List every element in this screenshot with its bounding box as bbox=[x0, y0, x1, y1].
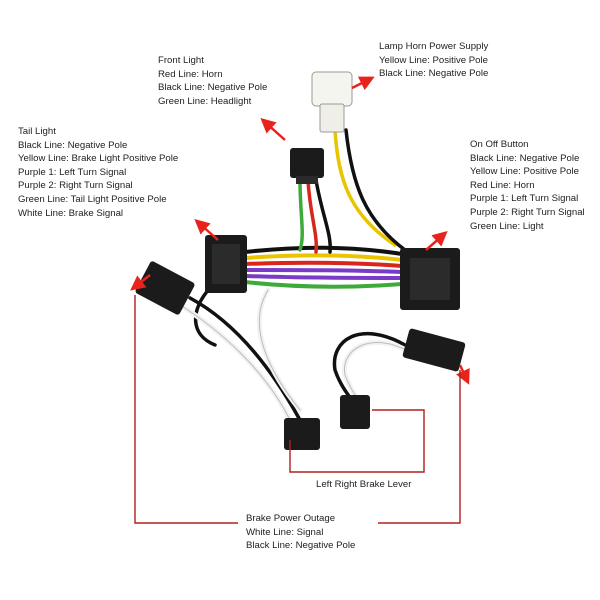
left-brake-power-connector bbox=[135, 261, 195, 315]
tail-light-line-yellow: Yellow Line: Brake Light Positive Pole bbox=[18, 153, 179, 165]
on-off-line-purple2: Purple 2: Right Turn Signal bbox=[470, 206, 585, 218]
brake-wires bbox=[177, 286, 413, 423]
pointer-arrows bbox=[130, 76, 470, 385]
lamp-horn-label: Lamp Horn Power Supply Yellow Line: Posi… bbox=[379, 40, 488, 81]
lamp-horn-line-yellow: Yellow Line: Positive Pole bbox=[379, 54, 488, 66]
wire-red-main bbox=[243, 260, 404, 268]
wire-green-main bbox=[243, 280, 404, 289]
front-light-line-green: Green Line: Headlight bbox=[158, 95, 252, 107]
front-light-title: Front Light bbox=[158, 55, 204, 66]
lamp-horn-wires bbox=[333, 128, 407, 252]
brake-power-title: Brake Power Outage bbox=[246, 513, 336, 524]
arrow-right-brake-power bbox=[456, 364, 470, 385]
on-off-line-yellow: Yellow Line: Positive Pole bbox=[470, 166, 579, 178]
on-off-line-red: Red Line: Horn bbox=[470, 179, 535, 191]
lamp-horn-line-black: Black Line: Negative Pole bbox=[379, 68, 489, 80]
wire-purple2-main bbox=[243, 274, 404, 280]
on-off-connector bbox=[400, 248, 460, 310]
arrow-on-off bbox=[425, 231, 448, 251]
brake-power-line-white: White Line: Signal bbox=[246, 526, 324, 538]
tail-light-title: Tail Light bbox=[18, 126, 56, 137]
brake-lever-title: Left Right Brake Lever bbox=[316, 479, 412, 490]
right-brake-power-connector bbox=[402, 328, 466, 372]
wire-purple1-main bbox=[243, 268, 404, 274]
arrow-front-light bbox=[260, 117, 286, 141]
front-light-line-black: Black Line: Negative Pole bbox=[158, 82, 268, 94]
on-off-line-purple1: Purple 1: Left Turn Signal bbox=[470, 193, 579, 205]
brake-lever-label: Left Right Brake Lever bbox=[316, 478, 411, 492]
brake-power-bracket-left bbox=[134, 295, 238, 524]
tail-light-line-white: White Line: Brake Signal bbox=[18, 207, 124, 219]
brake-lever-connector-left bbox=[284, 418, 320, 450]
tail-light-line-black: Black Line: Negative Pole bbox=[18, 139, 128, 151]
on-off-line-black: Black Line: Negative Pole bbox=[470, 152, 580, 164]
arrow-tail-light bbox=[194, 219, 219, 241]
lamp-horn-connector bbox=[311, 71, 353, 133]
on-off-title: On Off Button bbox=[470, 139, 529, 150]
guide-lines bbox=[134, 295, 461, 524]
front-light-wires bbox=[298, 178, 332, 254]
front-light-connector bbox=[290, 148, 324, 184]
brake-power-line-black: Black Line: Negative Pole bbox=[246, 540, 356, 552]
wire-yellow-main bbox=[243, 253, 404, 262]
front-light-line-red: Red Line: Horn bbox=[158, 68, 223, 80]
tail-light-line-purple2: Purple 2: Right Turn Signal bbox=[18, 180, 133, 192]
main-wire-bundle bbox=[243, 245, 404, 289]
lamp-horn-title: Lamp Horn Power Supply bbox=[379, 41, 489, 52]
brake-power-bracket-right bbox=[378, 370, 461, 524]
arrow-lamp-horn bbox=[351, 76, 375, 91]
on-off-line-green: Green Line: Light bbox=[470, 220, 544, 232]
brake-lever-connector-right bbox=[340, 395, 370, 429]
tail-light-label: Tail Light Black Line: Negative Pole Yel… bbox=[18, 125, 178, 220]
brake-power-label: Brake Power Outage White Line: Signal Bl… bbox=[246, 512, 355, 553]
brake-lever-bracket bbox=[289, 409, 425, 473]
wire-black-main bbox=[243, 245, 404, 256]
arrow-left-brake-power bbox=[130, 274, 151, 291]
tail-light-line-green: Green Line: Tail Light Positive Pole bbox=[18, 193, 167, 205]
on-off-label: On Off Button Black Line: Negative Pole … bbox=[470, 138, 598, 233]
front-light-label: Front Light Red Line: Horn Black Line: N… bbox=[158, 54, 267, 108]
tail-light-line-purple1: Purple 1: Left Turn Signal bbox=[18, 166, 127, 178]
tail-light-connector bbox=[205, 235, 247, 293]
